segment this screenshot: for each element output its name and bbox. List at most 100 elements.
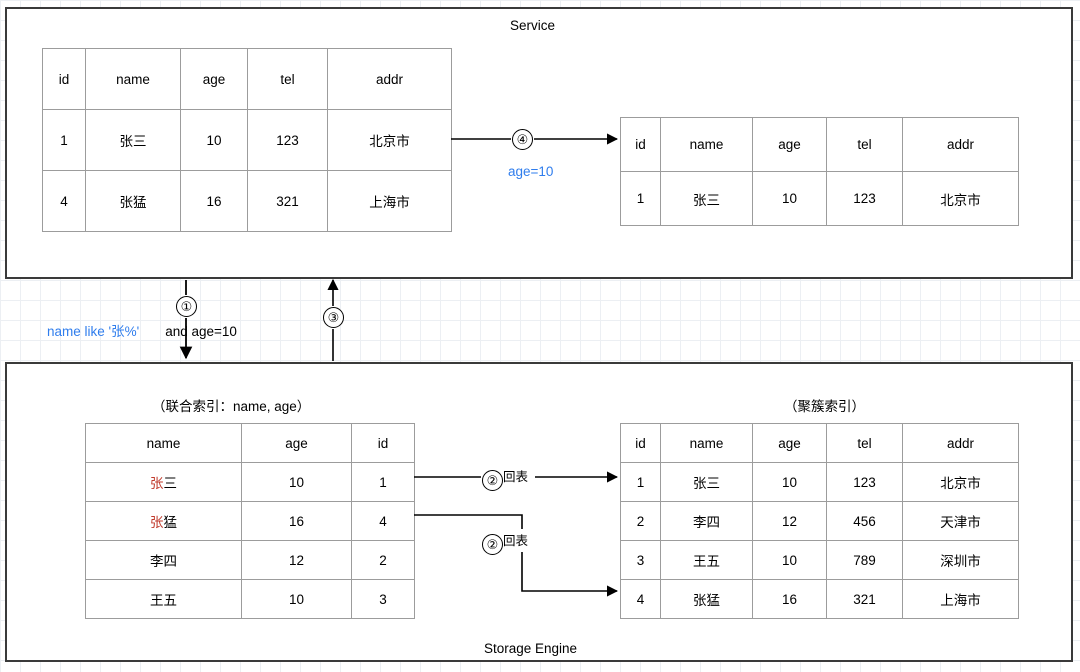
step4-condition-label: age=10 xyxy=(508,164,554,179)
column-header-tel: tel xyxy=(247,48,328,110)
column-header-age: age xyxy=(241,423,352,463)
service-panel-title: Service xyxy=(510,18,556,33)
cell-name: 李四 xyxy=(660,501,753,541)
step1-condition-indexed-part: name like '张%' xyxy=(47,324,140,339)
cell-addr: 天津市 xyxy=(902,501,1019,541)
cell-addr: 北京市 xyxy=(902,462,1019,502)
cell-age: 10 xyxy=(241,462,352,502)
table-row: 2 李四 12 456 天津市 xyxy=(620,501,1019,541)
step-marker-1: ① xyxy=(176,296,197,317)
column-header-id: id xyxy=(620,423,661,463)
column-header-id: id xyxy=(351,423,415,463)
step1-condition-filter-part: and age=10 xyxy=(165,324,237,339)
table-header-row: id name age tel addr xyxy=(42,48,452,110)
column-header-age: age xyxy=(180,48,248,110)
cell-addr: 深圳市 xyxy=(902,540,1019,580)
cell-name: 李四 xyxy=(85,540,242,580)
table-row: 李四 12 2 xyxy=(85,540,415,580)
cell-id: 4 xyxy=(42,170,86,232)
table-row: 4 张猛 16 321 上海市 xyxy=(42,170,452,232)
cell-id: 3 xyxy=(351,579,415,619)
table-row: 张猛 16 4 xyxy=(85,501,415,541)
cell-age: 10 xyxy=(180,109,248,171)
cell-id: 1 xyxy=(42,109,86,171)
cell-age: 10 xyxy=(752,462,827,502)
cell-name: 张三 xyxy=(660,462,753,502)
step-marker-2b: ② xyxy=(482,534,503,555)
cell-age: 16 xyxy=(241,501,352,541)
cell-tel: 123 xyxy=(826,462,903,502)
table-header-row: id name age tel addr xyxy=(620,117,1019,172)
table-row: 张三 10 1 xyxy=(85,462,415,502)
cell-tel: 456 xyxy=(826,501,903,541)
cell-tel: 321 xyxy=(826,579,903,619)
cell-id: 4 xyxy=(351,501,415,541)
cell-age: 12 xyxy=(241,540,352,580)
secondary-index-caption: （联合索引：name, age） xyxy=(152,399,311,414)
cell-name: 王五 xyxy=(85,579,242,619)
cell-id: 1 xyxy=(351,462,415,502)
cell-age: 12 xyxy=(752,501,827,541)
clustered-index-caption: （聚簇索引） xyxy=(784,399,865,414)
cell-addr: 北京市 xyxy=(327,109,452,171)
step-marker-2a: ② xyxy=(482,470,503,491)
table-row: 王五 10 3 xyxy=(85,579,415,619)
cell-tel: 321 xyxy=(247,170,328,232)
cell-addr: 北京市 xyxy=(902,171,1019,226)
cell-name: 张三 xyxy=(85,109,181,171)
table-row: 1 张三 10 123 北京市 xyxy=(42,109,452,171)
table-row: 1 张三 10 123 北京市 xyxy=(620,171,1019,226)
column-header-age: age xyxy=(752,423,827,463)
cell-name-prefix-highlight: 张 xyxy=(150,476,164,491)
cell-name: 张猛 xyxy=(85,170,181,232)
clustered-index-table: id name age tel addr 1 张三 10 123 北京市 2 李… xyxy=(620,423,1019,619)
table-row: 1 张三 10 123 北京市 xyxy=(620,462,1019,502)
column-header-name: name xyxy=(660,423,753,463)
cell-id: 1 xyxy=(620,171,661,226)
column-header-id: id xyxy=(42,48,86,110)
cell-name: 张猛 xyxy=(660,579,753,619)
cell-name: 张三 xyxy=(85,462,242,502)
cell-tel: 789 xyxy=(826,540,903,580)
column-header-addr: addr xyxy=(902,117,1019,172)
table-header-row: name age id xyxy=(85,423,415,463)
step-marker-3: ③ xyxy=(323,307,344,328)
cell-id: 1 xyxy=(620,462,661,502)
column-header-name: name xyxy=(660,117,753,172)
cell-name: 王五 xyxy=(660,540,753,580)
cell-id: 4 xyxy=(620,579,661,619)
column-header-name: name xyxy=(85,423,242,463)
column-header-age: age xyxy=(752,117,827,172)
step2a-label-text: 回表 xyxy=(503,470,529,484)
storage-engine-panel-title: Storage Engine xyxy=(484,641,578,656)
step-marker-4: ④ xyxy=(512,129,533,150)
cell-id: 3 xyxy=(620,540,661,580)
cell-addr: 上海市 xyxy=(327,170,452,232)
cell-id: 2 xyxy=(620,501,661,541)
cell-name: 张三 xyxy=(660,171,753,226)
cell-name: 张猛 xyxy=(85,501,242,541)
step2b-label-text: 回表 xyxy=(503,534,529,548)
cell-name-rest: 三 xyxy=(163,476,178,491)
secondary-index-table: name age id 张三 10 1 张猛 16 4 李四 12 2 王五 1… xyxy=(85,423,415,619)
table-row: 3 王五 10 789 深圳市 xyxy=(620,540,1019,580)
column-header-tel: tel xyxy=(826,117,903,172)
table-row: 4 张猛 16 321 上海市 xyxy=(620,579,1019,619)
cell-age: 10 xyxy=(752,540,827,580)
cell-tel: 123 xyxy=(247,109,328,171)
cell-age: 16 xyxy=(180,170,248,232)
cell-name-rest: 猛 xyxy=(163,515,178,530)
step1-condition-label: name like '张%' and age=10 xyxy=(47,320,237,340)
cell-addr: 上海市 xyxy=(902,579,1019,619)
service-result-table: id name age tel addr 1 张三 10 123 北京市 xyxy=(620,117,1019,226)
cell-age: 16 xyxy=(752,579,827,619)
cell-name-prefix-highlight: 张 xyxy=(150,515,164,530)
column-header-tel: tel xyxy=(826,423,903,463)
column-header-id: id xyxy=(620,117,661,172)
cell-tel: 123 xyxy=(826,171,903,226)
service-source-table: id name age tel addr 1 张三 10 123 北京市 4 张… xyxy=(42,48,452,232)
cell-id: 2 xyxy=(351,540,415,580)
cell-age: 10 xyxy=(241,579,352,619)
